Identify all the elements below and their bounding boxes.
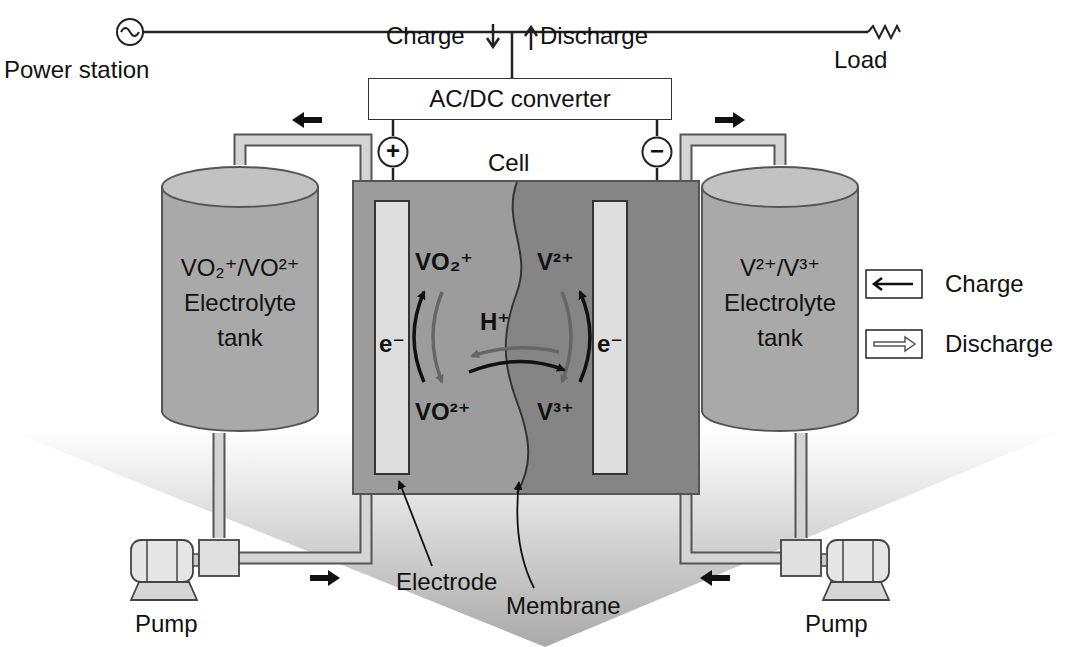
electrolyte-tank: VO₂⁺/VO²⁺ Electrolyte tank xyxy=(160,165,320,433)
label: V²⁺ xyxy=(537,248,574,277)
pipe xyxy=(801,433,802,538)
legend-item: Discharge xyxy=(865,328,1053,360)
power-station-symbol xyxy=(117,19,143,45)
legend-swatch xyxy=(865,268,923,300)
pump: Pump xyxy=(770,538,895,644)
cell-box: Celle⁻e⁻ xyxy=(352,180,700,495)
electrode: e⁻ xyxy=(374,200,410,475)
flow-arrow xyxy=(715,112,745,128)
legend-swatch xyxy=(865,328,923,360)
wire xyxy=(393,120,394,136)
leader-line xyxy=(517,482,534,588)
label: H⁺ xyxy=(480,308,510,337)
label: V³⁺ xyxy=(537,398,574,427)
pipe xyxy=(686,495,781,558)
pump-shape xyxy=(770,538,895,604)
node-text: Pump xyxy=(135,610,198,639)
legend-text: Charge xyxy=(945,270,1024,299)
label: Electrode xyxy=(396,568,497,597)
node-text: + xyxy=(386,139,400,163)
power-line xyxy=(143,31,868,34)
pipe xyxy=(239,495,366,558)
leader-line xyxy=(399,481,432,566)
flow-arrow xyxy=(310,570,340,586)
label: VO₂⁺ xyxy=(415,248,473,277)
node-text: − xyxy=(650,139,664,163)
label: Load xyxy=(834,46,887,75)
pipe xyxy=(219,433,220,538)
legend-text: Discharge xyxy=(945,330,1053,359)
legend-item: Charge xyxy=(865,268,1024,300)
charge-arrow xyxy=(487,24,499,47)
flow-arrow xyxy=(700,570,730,586)
pump-shape xyxy=(125,538,250,604)
negative-terminal: − xyxy=(641,136,673,168)
converter-wire xyxy=(511,32,514,78)
converter-box: AC/DC converter xyxy=(368,78,672,120)
ac-symbol xyxy=(121,28,139,36)
membrane xyxy=(506,182,529,493)
electrode: e⁻ xyxy=(592,200,628,475)
node-text: Cell xyxy=(488,149,529,178)
pump: Pump xyxy=(125,538,250,644)
label: Discharge xyxy=(540,22,648,51)
node-text: V²⁺/V³⁺ Electrolyte tank xyxy=(706,251,854,355)
node-text: AC/DC converter xyxy=(429,85,610,114)
node-text: Pump xyxy=(805,610,868,639)
positive-terminal: + xyxy=(377,136,409,168)
node-text: e⁻ xyxy=(597,330,623,359)
load-resistor xyxy=(868,26,900,38)
label: Power station xyxy=(4,56,149,85)
node-text: e⁻ xyxy=(379,330,405,359)
discharge-arrow xyxy=(525,27,537,50)
label: Membrane xyxy=(506,592,621,621)
flow-arrow xyxy=(292,112,322,128)
label: Charge xyxy=(386,22,465,51)
node-text: VO₂⁺/VO²⁺ Electrolyte tank xyxy=(166,251,314,355)
wire xyxy=(657,120,658,136)
electrolyte-tank: V²⁺/V³⁺ Electrolyte tank xyxy=(700,165,860,433)
label: VO²⁺ xyxy=(415,398,470,427)
